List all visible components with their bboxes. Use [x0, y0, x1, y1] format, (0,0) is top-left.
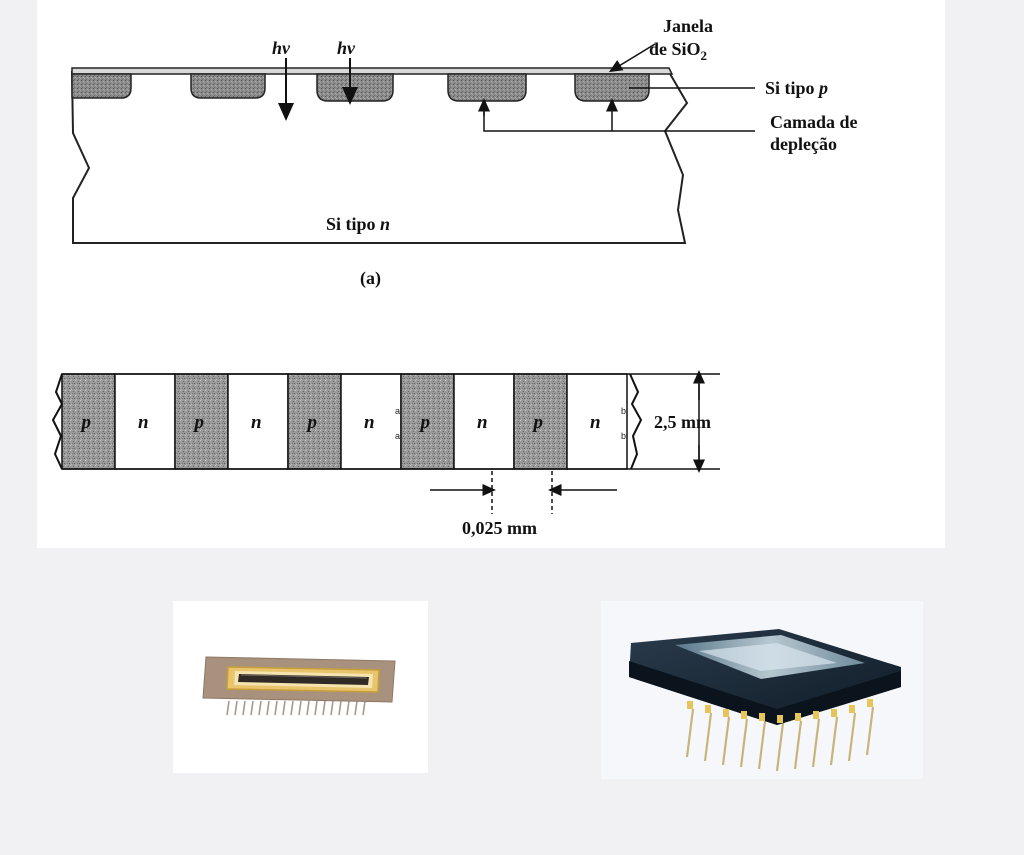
p-type-label: Si tipo p: [765, 78, 828, 98]
sio2-window: [71, 67, 674, 75]
strip-label: p: [193, 412, 205, 433]
p-well: [316, 73, 394, 102]
depletion-label-line1: Camada de: [770, 112, 858, 132]
strip-label: p: [532, 412, 544, 433]
ceramic-chip-image: [173, 601, 428, 773]
dip-chip-image: [601, 601, 923, 779]
strip-label: n: [251, 412, 262, 433]
window-pointer: [608, 43, 656, 73]
strip-left-edge: [51, 373, 64, 470]
strip-label: n: [590, 412, 601, 433]
marker-a-bottom: a: [395, 431, 400, 441]
marker-b-bottom: b: [621, 431, 626, 441]
photodiode-diagram: hν hν Janela de SiO2 Si tipo p Camada de…: [51, 16, 858, 538]
window-label-line2: de SiO2: [649, 39, 707, 63]
depletion-label-line2: depleção: [770, 134, 837, 154]
diagram-b: p n p n p n p n p n a a b b 2,5 mm 0,025 mm: [51, 370, 720, 538]
diagram-a-caption: (a): [360, 268, 381, 289]
n-strip: [566, 373, 628, 470]
p-well: [447, 73, 527, 102]
n-substrate-outline: [70, 71, 689, 244]
photon-label-1: hν: [272, 38, 291, 58]
chip-pins: [226, 700, 366, 716]
strip-label: n: [477, 412, 488, 433]
height-dimension-label: 2,5 mm: [654, 412, 711, 432]
marker-a-top: a: [395, 406, 400, 416]
strip-label: p: [306, 412, 318, 433]
width-dimension-label: 0,025 mm: [462, 518, 537, 538]
p-well: [190, 73, 266, 99]
chip-photo-left: [173, 601, 428, 773]
p-well: [574, 73, 650, 102]
diagram-a: hν hν Janela de SiO2 Si tipo p Camada de…: [70, 16, 858, 289]
chip-photo-right: [601, 601, 923, 779]
p-well: [71, 73, 132, 99]
strip-label: n: [138, 412, 149, 433]
photon-label-2: hν: [337, 38, 356, 58]
strip-label: p: [419, 412, 431, 433]
strip-label: n: [364, 412, 375, 433]
figure-panel: hν hν Janela de SiO2 Si tipo p Camada de…: [37, 0, 945, 548]
strip-right-edge: [629, 373, 643, 470]
strip-label: p: [80, 412, 92, 433]
n-type-label: Si tipo n: [326, 214, 390, 234]
marker-b-top: b: [621, 406, 626, 416]
window-label-line1: Janela: [663, 16, 713, 36]
chip-pins: [685, 706, 875, 772]
p-strip: [400, 373, 455, 470]
